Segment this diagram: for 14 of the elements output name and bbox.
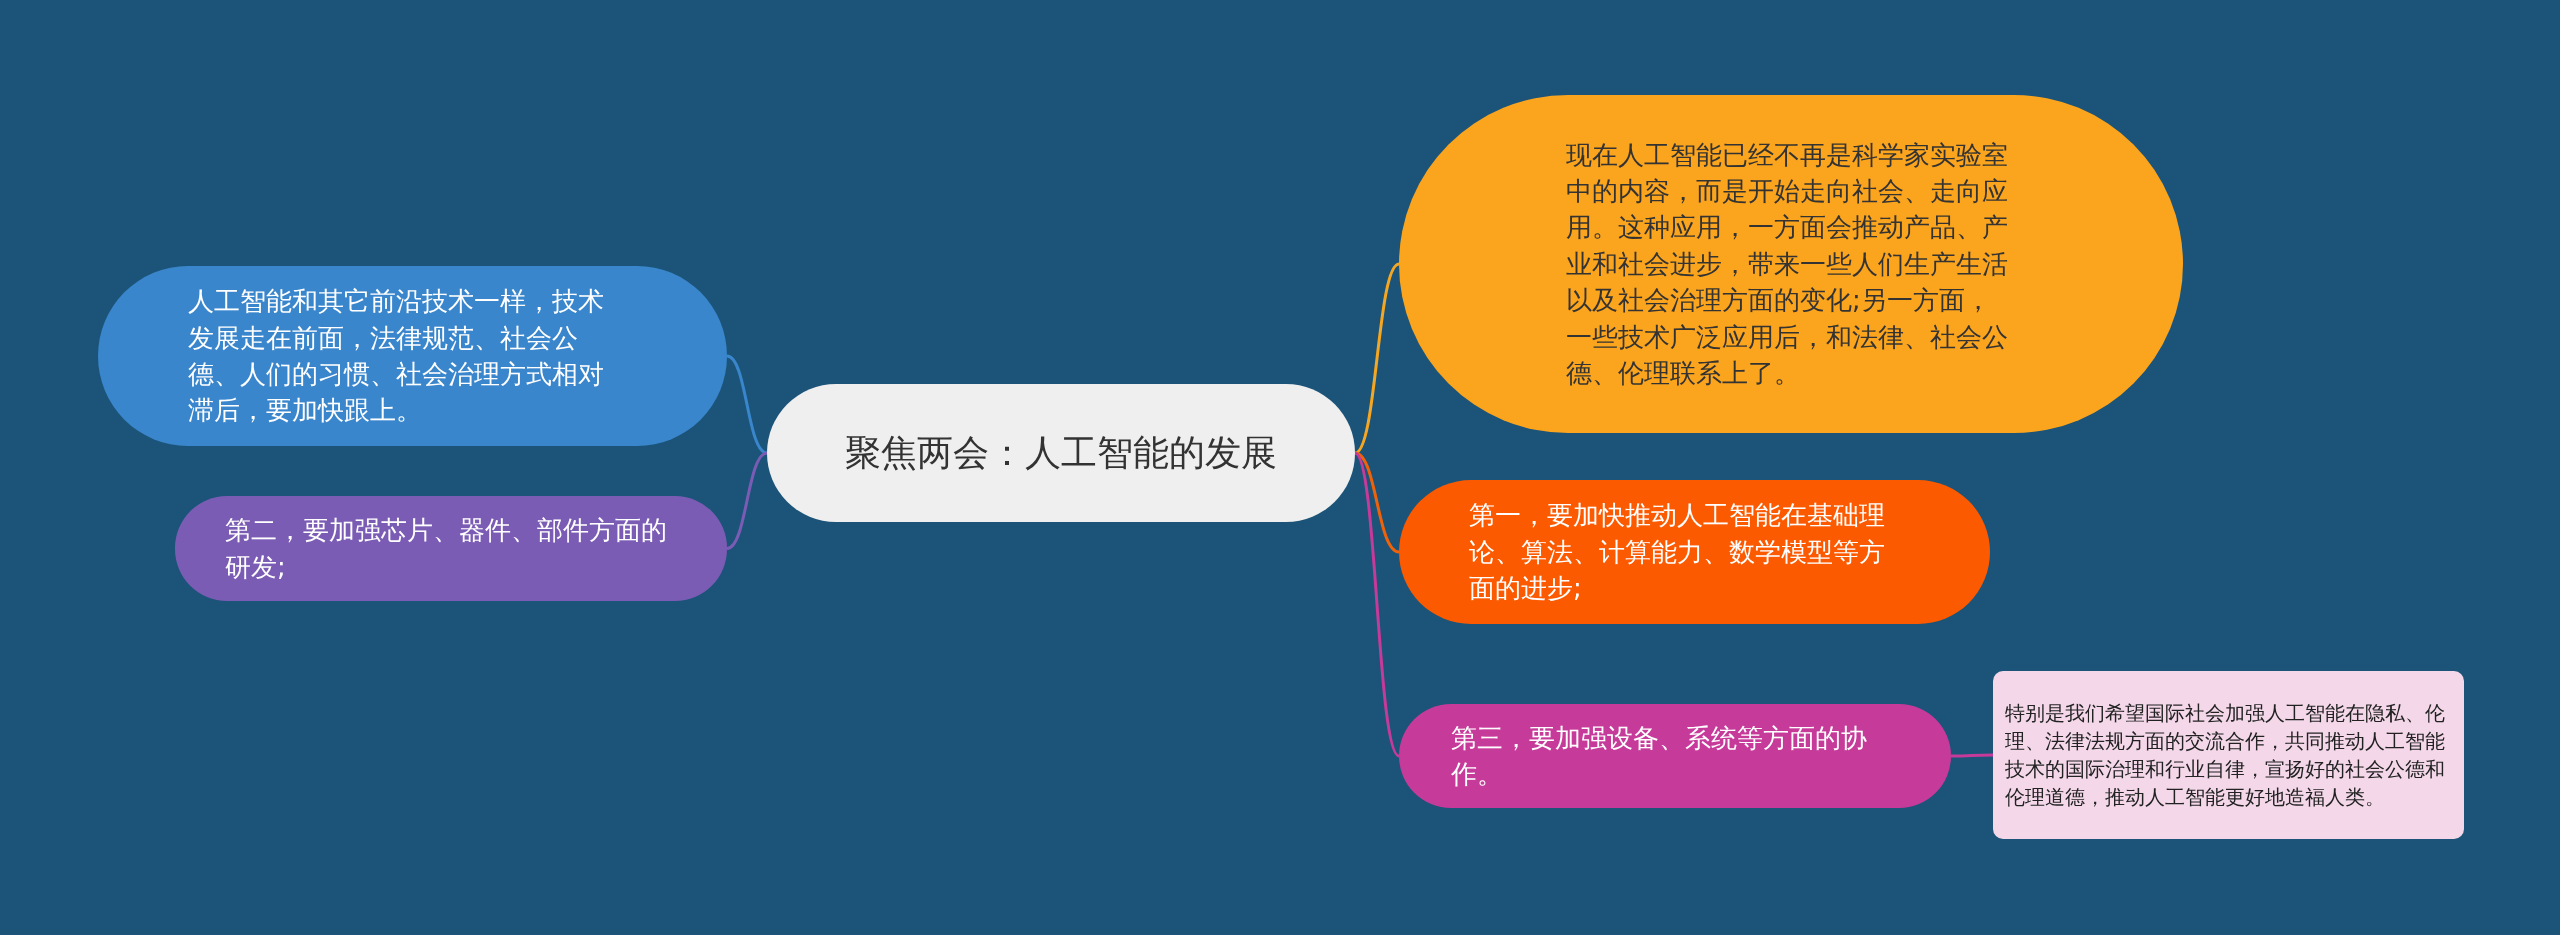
topic-text: 第三，要加强设备、系统等方面的协作。: [1451, 721, 1868, 791]
connector-line: [726, 451, 768, 550]
topic-text: 第一，要加快推动人工智能在基础理论、算法、计算能力、数学模型等方面的进步;: [1469, 499, 1886, 606]
topic-text: 特别是我们希望国际社会加强人工智能在隐私、伦理、法律法规方面的交流合作，共同推动人工智能技术的国际治理和行业自律，宣扬好的社会公德和伦理道德，推动人工智能更好地造福人类。: [2005, 700, 2446, 811]
topic-text: 现在人工智能已经不再是科学家实验室中的内容，而是开始走向社会、走向应用。这种应用，一方面会推动产品、产业和社会进步，带来一些人们生产生活以及社会治理方面的变化;另一方面，一些技术广泛应用后，和法律、社会公德、伦理联系上了。: [1566, 138, 2009, 390]
topic-text: 聚焦两会：人工智能的发展: [845, 430, 1277, 475]
topic-text: 人工智能和其它前沿技术一样，技术发展走在前面，法律规范、社会公德、人们的习惯、社会治理方式相对滞后，要加快跟上。: [188, 285, 605, 428]
connector-line: [1354, 262, 1400, 455]
topic-text: 第二，要加强芯片、器件、部件方面的研发;: [225, 514, 668, 584]
connector-line: [726, 354, 768, 455]
connector-line: [1353, 452, 1401, 757]
connector-line: [1354, 451, 1400, 554]
connector-line: [1951, 753, 1993, 758]
note-box: [1993, 671, 2464, 839]
